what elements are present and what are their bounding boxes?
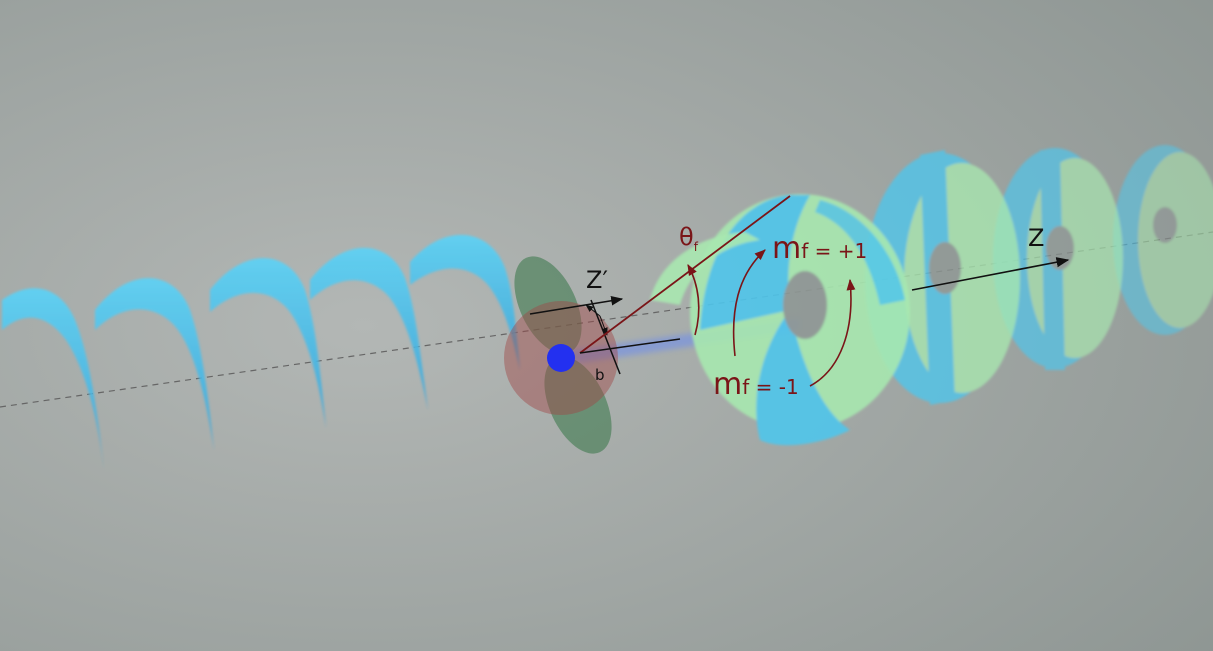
b-label: b bbox=[595, 366, 605, 384]
b-arrow bbox=[585, 304, 601, 317]
outgoing-vortex-beam bbox=[650, 145, 1213, 446]
z-axis-arrow bbox=[911, 257, 1070, 291]
emission-direction bbox=[579, 195, 791, 354]
theta-subscript: f bbox=[694, 240, 699, 254]
mf-minus-arrow bbox=[809, 278, 856, 387]
reference-line bbox=[579, 338, 681, 354]
donut-ring-edge bbox=[650, 232, 760, 305]
mf-plus-subscript: f = +1 bbox=[801, 239, 867, 263]
helix-turn bbox=[95, 278, 214, 450]
particle-nucleus bbox=[547, 344, 575, 372]
mf-plus-label: mf = +1 bbox=[772, 231, 867, 266]
helix-turn bbox=[310, 247, 428, 410]
donut-ring bbox=[690, 194, 910, 446]
z-prime-label: Z′ bbox=[586, 266, 608, 294]
z-prime-arrow bbox=[529, 296, 624, 315]
mf-minus-label: mf = -1 bbox=[713, 367, 799, 402]
atom-orbital bbox=[504, 256, 618, 454]
theta-label: θf bbox=[679, 223, 699, 254]
helix-turn bbox=[210, 258, 326, 428]
orbital-lobe-bottom bbox=[544, 356, 612, 454]
mf-plus-arrow bbox=[732, 249, 766, 357]
donut-ring bbox=[1113, 145, 1213, 335]
theta-arc bbox=[687, 264, 700, 336]
incoming-helical-beam bbox=[2, 234, 520, 470]
helix-turn bbox=[2, 288, 104, 470]
helix-turn bbox=[410, 234, 520, 370]
donut-ring bbox=[993, 148, 1123, 370]
mf-minus-subscript: f = -1 bbox=[742, 375, 798, 399]
z-label: Z bbox=[1028, 224, 1044, 252]
b-arrow bbox=[599, 315, 608, 336]
orbital-lobe-top bbox=[514, 256, 582, 354]
